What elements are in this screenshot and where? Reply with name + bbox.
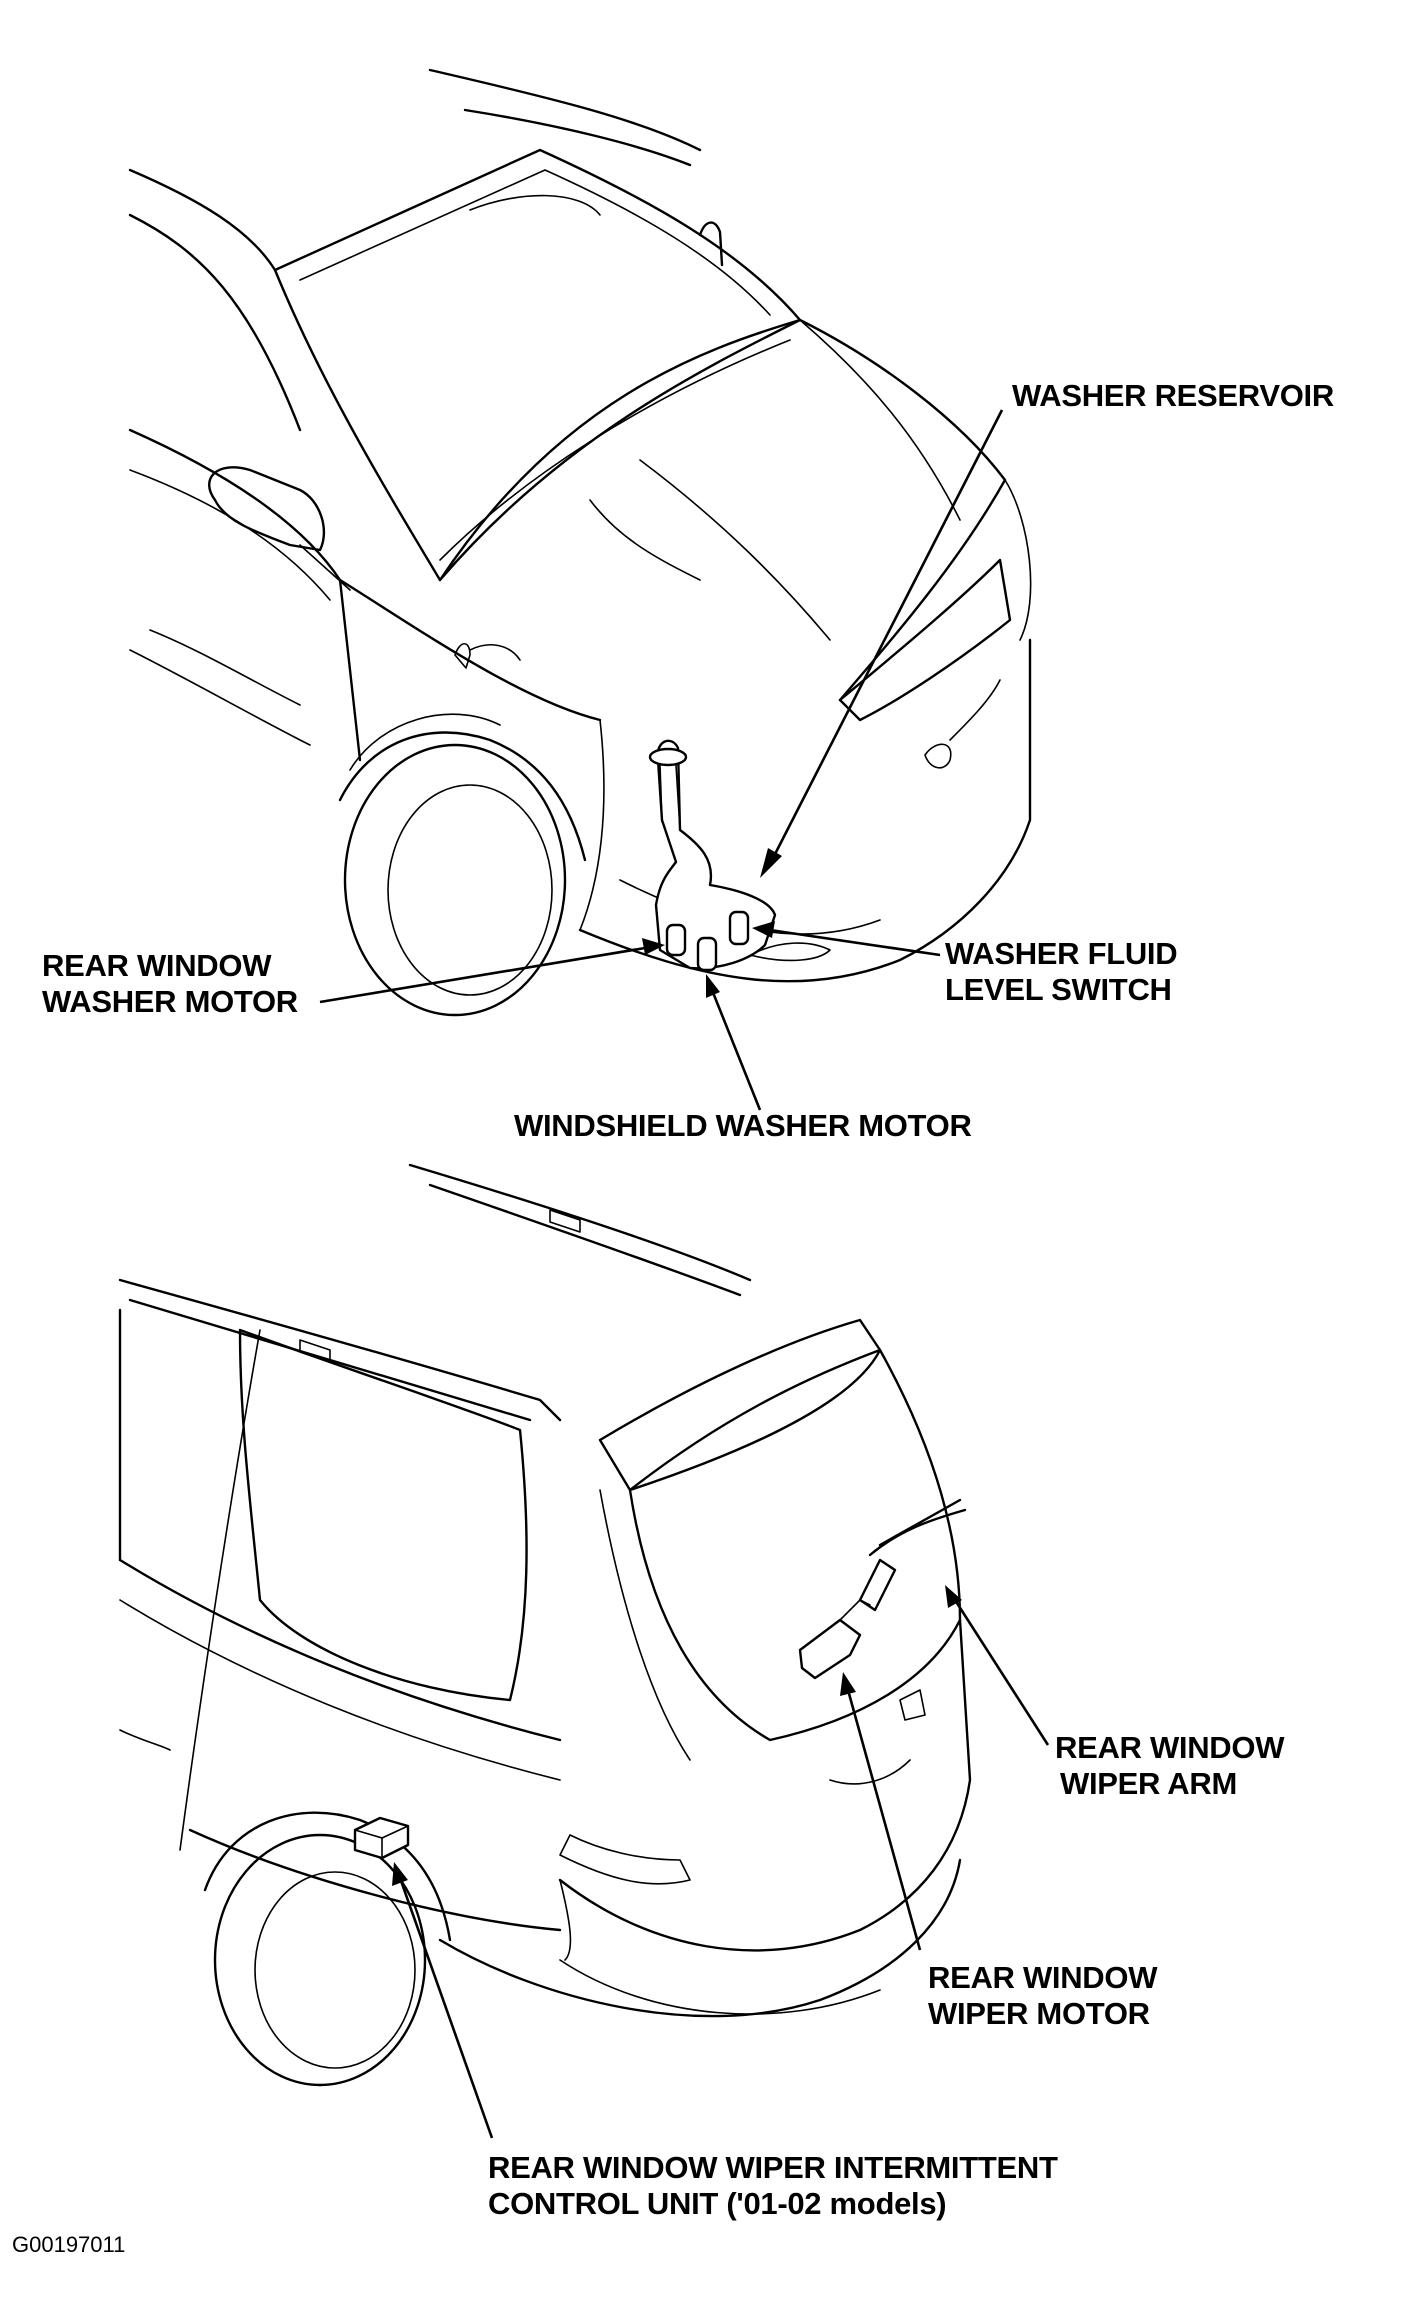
front-van-illustration <box>128 68 1032 1017</box>
figure-code: G00197011 <box>12 2232 126 2257</box>
washer-fluid-level-switch-line-1: WASHER FLUID <box>945 936 1178 971</box>
control-unit-line-2: CONTROL UNIT ('01-02 models) <box>488 2186 947 2221</box>
rear-window-wiper-motor-line-2: WIPER MOTOR <box>928 1996 1150 2031</box>
rear-window-wiper-motor-label: REAR WINDOW WIPER MOTOR <box>928 1960 1157 2032</box>
rear-window-washer-motor-line-2: WASHER MOTOR <box>42 984 298 1019</box>
leader-lines <box>319 409 1050 2139</box>
rear-window-wiper-intermittent-control-unit-label: REAR WINDOW WIPER INTERMITTENT CONTROL U… <box>488 2150 1058 2222</box>
rear-window-washer-motor-line-1: REAR WINDOW <box>42 948 272 983</box>
rear-window-wiper-arm-line-2: WIPER ARM <box>1060 1766 1237 1801</box>
rear-window-wiper-motor-line-1: REAR WINDOW <box>928 1960 1158 1995</box>
washer-fluid-level-switch-line-2: LEVEL SWITCH <box>945 972 1172 1007</box>
rear-window-wiper-arm-line-1: REAR WINDOW <box>1055 1730 1285 1765</box>
windshield-washer-motor-label: WINDSHIELD WASHER MOTOR <box>514 1108 972 1143</box>
rear-window-washer-motor-label: REAR WINDOW WASHER MOTOR <box>42 948 298 1020</box>
control-unit-line-1: REAR WINDOW WIPER INTERMITTENT <box>488 2150 1058 2185</box>
washer-fluid-level-switch-label: WASHER FLUID LEVEL SWITCH <box>945 936 1178 1008</box>
rear-van-illustration <box>118 1163 972 2087</box>
washer-reservoir-label: WASHER RESERVOIR <box>1012 378 1334 413</box>
rear-window-wiper-arm-label: REAR WINDOW WIPER ARM <box>1055 1730 1284 1802</box>
